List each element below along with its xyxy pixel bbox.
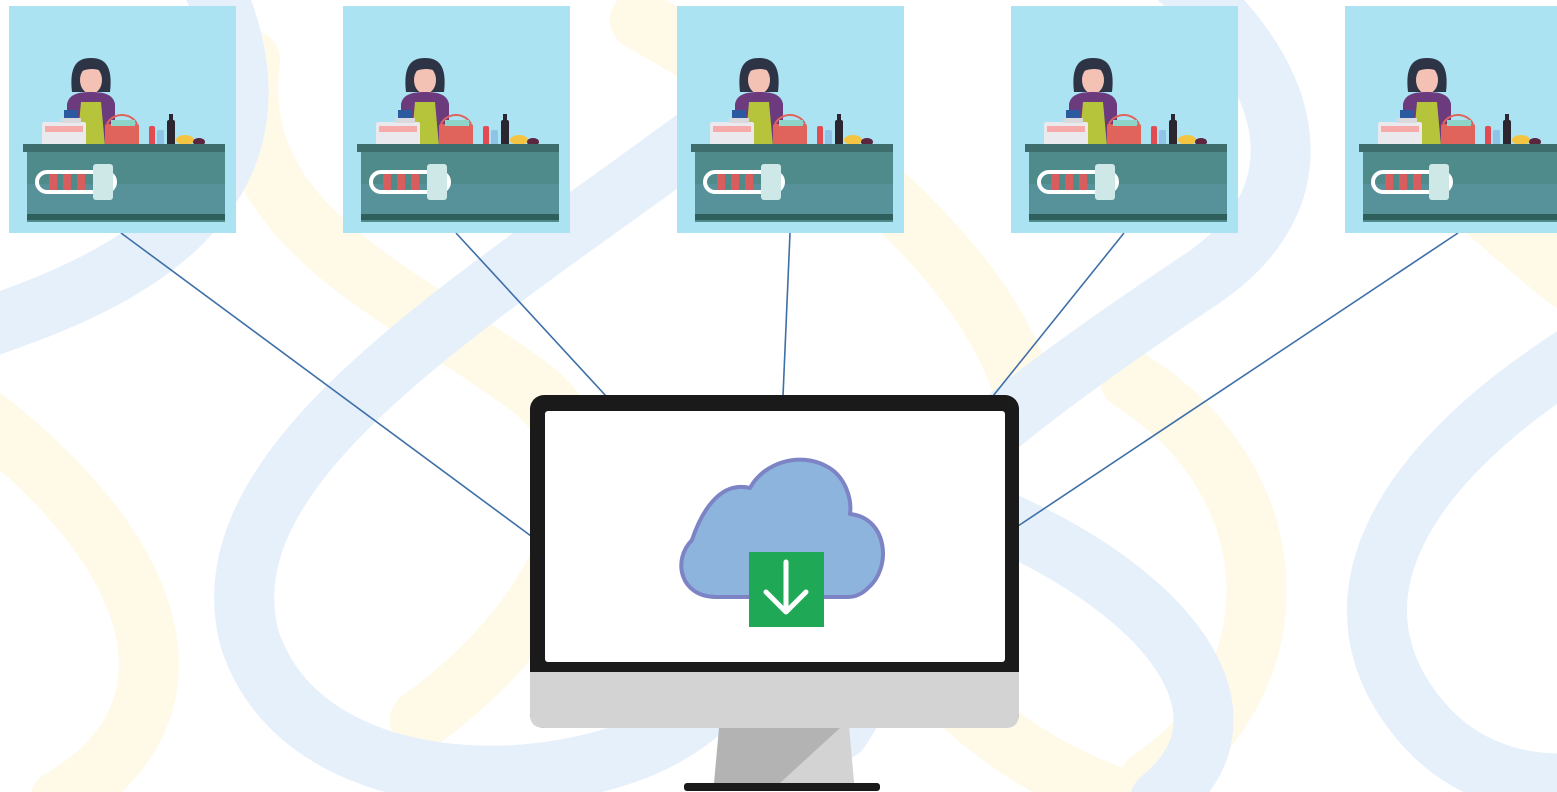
checkout-node-4 xyxy=(1011,6,1238,233)
monitor-chin xyxy=(530,672,1019,728)
connector-line-4 xyxy=(992,232,1125,397)
monitor-stand-highlight xyxy=(780,728,854,783)
connector-line-3 xyxy=(782,232,791,397)
connector-line-5 xyxy=(1017,232,1459,527)
watermark-blue-swirl xyxy=(214,90,790,792)
cloud-download-icon xyxy=(679,457,885,627)
checkout-node-1 xyxy=(9,6,236,233)
checkout-node-5 xyxy=(1345,6,1557,233)
checkout-node-3 xyxy=(677,6,904,233)
connector-line-1 xyxy=(120,232,532,537)
watermark-blue-swirl xyxy=(1346,331,1557,792)
monitor-stand-base xyxy=(684,783,880,791)
connector-line-2 xyxy=(455,232,607,397)
watermark-blue-swirl xyxy=(970,490,1234,792)
watermark-yellow-swirl xyxy=(0,392,179,792)
checkout-node-2 xyxy=(343,6,570,233)
